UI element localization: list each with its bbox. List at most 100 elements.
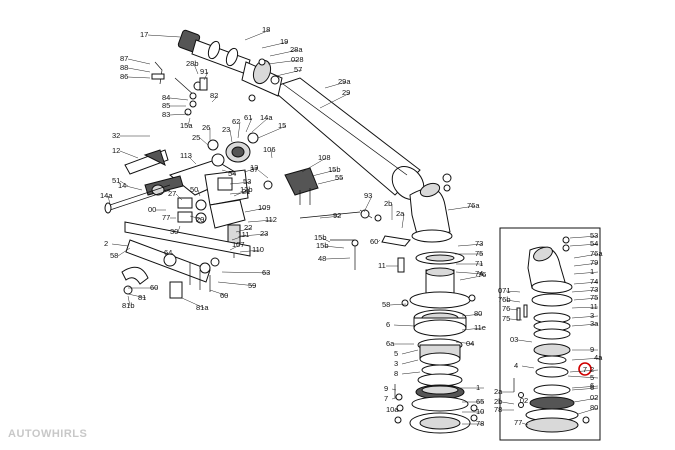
main-callout-50: 75 — [475, 249, 483, 258]
inset-leader-9 — [505, 290, 521, 293]
inset-leader-23 — [501, 401, 515, 405]
inset-callout-18: 4a — [594, 353, 603, 362]
inset-leader-2 — [573, 253, 599, 259]
main-callout-69: 81 — [138, 293, 146, 302]
main-leader-79 — [401, 359, 419, 365]
main-leader-53 — [239, 249, 261, 253]
inset-leader-27 — [521, 422, 529, 426]
main-leader-26 — [119, 150, 139, 159]
main-callout-58: 71 — [475, 259, 483, 268]
main-callout-88: 00 — [148, 205, 156, 214]
main-callout-5: 57 — [294, 65, 302, 74]
main-leader-83 — [391, 397, 397, 400]
inset-callout-4: 1 — [590, 267, 594, 276]
main-callout-39: 14a — [100, 191, 113, 200]
main-leader-25 — [257, 125, 287, 139]
main-callout-32: 55 — [335, 173, 343, 182]
main-callout-23: 61 — [244, 113, 252, 122]
main-leader-44 — [319, 215, 342, 219]
main-leader-29 — [301, 157, 327, 173]
main-callout-75: 11e — [474, 323, 486, 332]
main-callout-62: 2 — [104, 239, 108, 248]
main-callout-92: 30 — [170, 227, 178, 236]
main-callout-83: 7 — [384, 394, 388, 403]
main-callout-2: 19 — [280, 37, 288, 46]
main-callout-54: 15b — [314, 233, 327, 242]
main-leader-34 — [229, 181, 252, 185]
inset-callout-19: 7 — [583, 365, 587, 374]
main-callout-18: 32 — [112, 131, 120, 140]
main-leader-64 — [221, 271, 271, 274]
main-leader-41 — [233, 189, 249, 197]
main-leader-40 — [197, 189, 201, 197]
inset-leader-7 — [573, 297, 599, 301]
inset-leader-4 — [573, 271, 599, 275]
main-callout-84: 65 — [476, 397, 484, 406]
inset-callout-12: 75 — [502, 314, 510, 323]
main-callout-70: 81b — [122, 301, 135, 310]
main-callout-63: 64 — [164, 248, 172, 257]
swivel-stack — [394, 251, 478, 434]
main-callout-93: 23 — [260, 229, 268, 238]
main-callout-19: 26 — [202, 123, 210, 132]
main-leader-47 — [401, 213, 405, 229]
main-leader-67 — [209, 289, 229, 297]
main-leader-62 — [111, 243, 129, 247]
main-callout-34: 53 — [243, 177, 251, 186]
main-callout-3: 28a — [290, 45, 303, 54]
watermark: AUTOWHIRLS — [8, 428, 87, 440]
main-callout-76: 6a — [386, 339, 395, 348]
inset-leader-15 — [517, 339, 533, 343]
inset-leader-3 — [573, 262, 599, 267]
main-callout-15: 82 — [210, 91, 218, 100]
main-leader-32 — [317, 177, 344, 185]
main-callout-46: 2b — [384, 199, 392, 208]
main-callout-59: 74 — [475, 269, 483, 278]
main-callout-13: 84 — [162, 93, 170, 102]
inset-callout-21: 6 — [590, 383, 594, 392]
inset-callout-27: 77 — [514, 418, 522, 427]
main-leader-0 — [147, 34, 181, 38]
inset-callout-9: 071 — [498, 286, 511, 295]
main-callout-78: 04 — [466, 339, 474, 348]
main-leader-78 — [455, 341, 475, 345]
main-leader-71 — [181, 297, 205, 309]
main-callout-7: 29 — [342, 88, 350, 97]
main-leader-39 — [107, 195, 111, 205]
main-callout-41: 12b — [240, 185, 253, 194]
inset-leader-14 — [571, 323, 599, 327]
main-leader-92 — [177, 225, 181, 233]
main-leader-21 — [229, 129, 233, 143]
inset-callout-14: 3a — [590, 319, 599, 328]
main-callout-4: 028 — [291, 55, 304, 64]
inset-callout-20: 5 — [590, 373, 594, 382]
main-callout-87: 78 — [476, 419, 484, 428]
main-leader-65 — [217, 281, 257, 287]
main-leader-23 — [245, 117, 253, 133]
main-leader-52 — [229, 244, 241, 251]
boom-tube — [269, 77, 425, 200]
main-callout-36: 51 — [112, 176, 120, 185]
main-leader-61 — [459, 274, 487, 281]
main-leader-94 — [235, 227, 253, 233]
main-callout-28: 106 — [263, 145, 276, 154]
inset-callout-3: 79 — [590, 258, 598, 267]
main-leader-91 — [189, 215, 205, 221]
main-callout-73: 80 — [474, 309, 482, 318]
inset-callout-7: 75 — [590, 293, 598, 302]
main-callout-16: 83 — [162, 110, 170, 119]
main-callout-45: 93 — [364, 191, 372, 200]
main-callout-10: 86 — [120, 72, 128, 81]
inset-callout-17: 4 — [514, 361, 518, 370]
main-leader-7 — [319, 92, 351, 109]
main-callout-17: 15a — [180, 121, 193, 130]
main-leader-6 — [324, 81, 347, 89]
inset-leader-12 — [509, 318, 523, 321]
inset-callout-1: 54 — [590, 239, 598, 248]
main-callout-64: 63 — [262, 268, 270, 277]
main-leader-90 — [175, 193, 183, 201]
inset-leader-8 — [571, 306, 599, 309]
main-callout-25: 15 — [278, 121, 286, 130]
main-leader-59 — [455, 271, 484, 275]
